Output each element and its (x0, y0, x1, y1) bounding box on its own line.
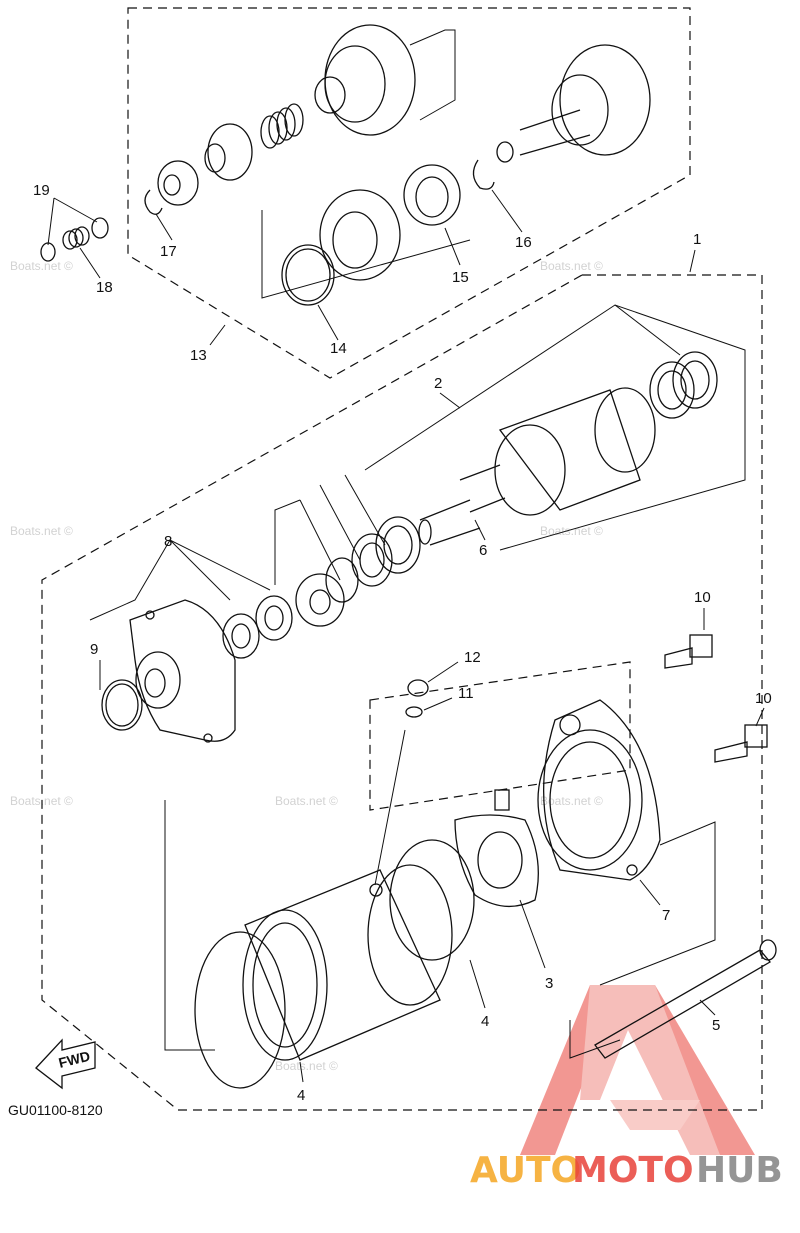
callout-labels: 1 2 3 4 4 5 6 7 8 9 10 10 11 12 13 14 15… (33, 182, 772, 1104)
armature (274, 304, 746, 585)
brand-moto: MOTO (572, 1150, 694, 1191)
assembly-13-boundary (127, 7, 691, 379)
spring-icon (260, 103, 304, 149)
bolt-upper (664, 608, 713, 669)
rear-cover (537, 699, 716, 986)
callout-10b: 10 (755, 690, 772, 707)
brush-holder (454, 789, 546, 969)
spring-washer-set (40, 197, 109, 262)
brand-wordmark: AUTO MOTO HUB (470, 1150, 783, 1191)
callout-9: 9 (90, 641, 98, 658)
callout-3: 3 (545, 975, 553, 992)
callout-18: 18 (96, 279, 113, 296)
watermark: Boats.net © (540, 259, 603, 273)
nut-washer (405, 661, 459, 718)
callout-4: 4 (481, 1013, 489, 1030)
callout-12: 12 (464, 649, 481, 666)
callout-13: 13 (190, 347, 207, 364)
watermark-group: Boats.net © Boats.net © Boats.net © Boat… (10, 259, 603, 1073)
callout-8: 8 (164, 533, 172, 550)
fwd-arrow-icon: FWD (35, 1038, 96, 1090)
through-bolt (569, 939, 777, 1059)
watermark: Boats.net © (10, 259, 73, 273)
automotohub-logo (520, 985, 755, 1155)
watermark: Boats.net © (10, 524, 73, 538)
callout-4b: 4 (297, 1087, 305, 1104)
assembly-1-boundary (41, 274, 763, 1111)
callout-1: 1 (693, 231, 701, 248)
bolt-lower (714, 707, 768, 763)
callout-5: 5 (712, 1017, 720, 1034)
watermark: Boats.net © (540, 794, 603, 808)
fwd-label: FWD (57, 1048, 92, 1071)
front-cover (89, 539, 293, 743)
callout-16: 16 (515, 234, 532, 251)
callout-19: 19 (33, 182, 50, 199)
callout-6: 6 (479, 542, 487, 559)
callout-11: 11 (458, 685, 474, 702)
callout-14: 14 (330, 340, 347, 357)
watermark: Boats.net © (275, 1059, 338, 1073)
drawing-code: GU01100-8120 (8, 1102, 103, 1118)
callout-15: 15 (452, 269, 469, 286)
yoke-housing (164, 729, 486, 1089)
brand-auto: AUTO (470, 1150, 581, 1191)
pinion-clutch-assembly (144, 24, 651, 306)
callout-7: 7 (662, 907, 670, 924)
extra-leaders (79, 189, 696, 541)
watermark: Boats.net © (275, 794, 338, 808)
callout-10: 10 (694, 589, 711, 606)
washer-stack (295, 474, 421, 627)
brand-hub: HUB (696, 1150, 783, 1191)
callout-2: 2 (434, 375, 442, 392)
callout-17: 17 (160, 243, 177, 260)
